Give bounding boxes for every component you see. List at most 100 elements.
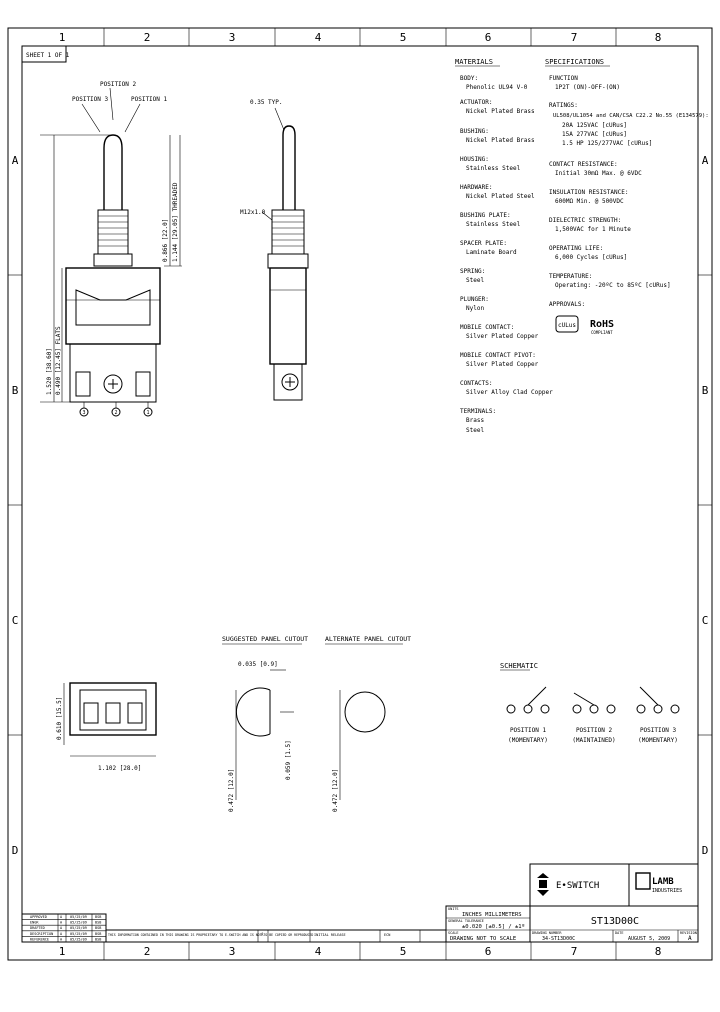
dimension-label: 0.059 [1.5] <box>285 740 292 780</box>
title-block: E•SWITCH LAMB INDUSTRIES UNITS INCHES MI… <box>21 863 699 943</box>
col-label: 6 <box>485 945 492 958</box>
rev-init: BSB <box>95 937 101 941</box>
actuator-lever <box>103 134 123 210</box>
eswitch-arrow-icon <box>537 873 549 878</box>
material-name: PLUNGER: <box>460 296 489 303</box>
material-value: Nickel Plated Brass <box>466 108 535 115</box>
suggested-cutout-shape <box>235 687 271 737</box>
col-label: 3 <box>229 945 236 958</box>
rev-letter: A <box>60 915 63 919</box>
schematic-state: (MOMENTARY) <box>638 737 678 744</box>
material-value: Silver Plated Copper <box>466 361 539 368</box>
material-name: TERMINALS: <box>460 408 496 415</box>
spec-value: 600MΩ Min. @ 500VDC <box>555 198 624 205</box>
materials-section: MATERIALS BODY: Phenolic UL94 V-0 ACTUAT… <box>455 58 553 434</box>
revision-table <box>21 913 107 943</box>
row-label: B <box>12 384 19 397</box>
col-label: 5 <box>400 31 407 44</box>
material-value: Steel <box>466 427 484 434</box>
schematic-position: POSITION 2 <box>576 727 613 734</box>
rev-date: 05/25/09 <box>70 926 87 930</box>
spec-value: Operating: -20ºC to 85ºC [cURus] <box>555 282 671 289</box>
ul-mark-icon <box>555 315 579 333</box>
column-ruler-top <box>103 28 617 46</box>
rev-role: DRAFTED <box>30 926 45 930</box>
dimension-label: 0.610 [15.5] <box>56 697 63 740</box>
rev-init: BSB <box>95 915 101 919</box>
col-label: 3 <box>229 31 236 44</box>
rev-role: REFERENCE <box>30 937 49 941</box>
col-label: 5 <box>400 945 407 958</box>
rev-role: APPROVED <box>30 915 47 919</box>
schematic-state: (MOMENTARY) <box>508 737 548 744</box>
col-label: 8 <box>655 31 662 44</box>
body-front <box>269 267 307 365</box>
spec-label: RATINGS: <box>549 102 578 109</box>
rev-init: BSB <box>95 932 101 936</box>
material-value: Steel <box>466 277 484 284</box>
position-label: POSITION 2 <box>100 81 137 88</box>
spec-label: DIELECTRIC STRENGTH: <box>549 217 621 224</box>
eswitch-arrow-icon <box>537 890 549 896</box>
material-name: BUSHING PLATE: <box>460 212 511 219</box>
dimension-label: 0.472 [12.0] <box>332 769 339 812</box>
date: AUGUST 5, 2009 <box>628 936 670 942</box>
tolerance-label: GENERAL TOLERANCE <box>448 919 484 923</box>
schematic-position: POSITION 3 <box>640 727 677 734</box>
position-label: POSITION 1 <box>131 96 168 103</box>
col-label: 4 <box>315 31 322 44</box>
schematic: SCHEMATIC POSITION 1 (MOMENTARY) POSITIO… <box>500 662 680 744</box>
rev-init: BSB <box>95 921 101 925</box>
brand-lamb-sub: INDUSTRIES <box>652 888 682 894</box>
dimension-label: 1.102 [28.0] <box>98 765 141 772</box>
date-label: DATE <box>615 931 623 935</box>
row-label: A <box>702 154 709 167</box>
lamb-logo-icon <box>635 872 651 890</box>
col-label: 4 <box>315 945 322 958</box>
material-value: Silver Alloy Clad Copper <box>466 389 553 396</box>
spec-value: Initial 30mΩ Max. @ 6VDC <box>555 170 642 177</box>
hex-nut <box>93 253 133 267</box>
scale-label: SCALE <box>448 931 459 935</box>
material-name: CONTACTS: <box>460 380 493 387</box>
rev-letter: A <box>60 932 63 936</box>
spec-heading: SPECIFICATIONS <box>545 58 604 66</box>
spec-value: 15A 277VAC [cURus] <box>562 131 627 138</box>
col-label: 7 <box>571 945 578 958</box>
material-value: Stainless Steel <box>466 165 521 172</box>
spec-label: TEMPERATURE: <box>549 273 592 280</box>
spec-label: INSULATION RESISTANCE: <box>549 189 628 196</box>
drawing-number-label: DRAWING NUMBER <box>532 931 562 935</box>
material-name: SPRING: <box>460 268 485 275</box>
threaded-bushing <box>97 209 129 255</box>
spec-value: 1.5 HP 125/277VAC [cURus] <box>562 140 652 147</box>
row-label: C <box>12 614 19 627</box>
dimension-label: 0.035 [0.9] <box>238 661 278 668</box>
row-label: B <box>702 384 709 397</box>
rev-role: DESCRIPTION <box>30 932 53 936</box>
material-name: HARDWARE: <box>460 184 493 191</box>
terminal-screw <box>103 374 123 394</box>
rev-letter: A <box>60 937 63 941</box>
dimension-label: 0.472 [12.0] <box>228 769 235 812</box>
rev-label: REVISION <box>680 931 697 935</box>
row-ruler <box>8 274 712 736</box>
rev-role: ENGR <box>30 921 39 925</box>
actuator-lever-front <box>282 125 296 210</box>
rev-date: 05/25/09 <box>70 932 87 936</box>
spec-value: UL508/UL1054 and CAN/CSA C22.2 No.55 (E1… <box>553 113 709 119</box>
schematic-heading: SCHEMATIC <box>500 662 538 670</box>
spec-label: CONTACT RESISTANCE: <box>549 161 618 168</box>
brand-lamb: LAMB <box>652 877 674 887</box>
row-label: C <box>702 614 709 627</box>
materials-heading: MATERIALS <box>455 58 493 66</box>
specifications-section: SPECIFICATIONS FUNCTION 1P2T (ON)-OFF-(O… <box>545 58 709 335</box>
sheet-label: SHEET 1 OF 1 <box>26 52 70 59</box>
bottom-view: 0.610 [15.5] 1.102 [28.0] <box>56 682 157 772</box>
rev-date: 05/25/09 <box>70 937 87 941</box>
tolerance: ±0.020 [±0.5] / ±1º <box>462 923 525 930</box>
column-ruler-bottom <box>103 942 617 960</box>
inner-border <box>21 45 699 943</box>
row-label: A <box>12 154 19 167</box>
row-label: D <box>702 844 709 857</box>
